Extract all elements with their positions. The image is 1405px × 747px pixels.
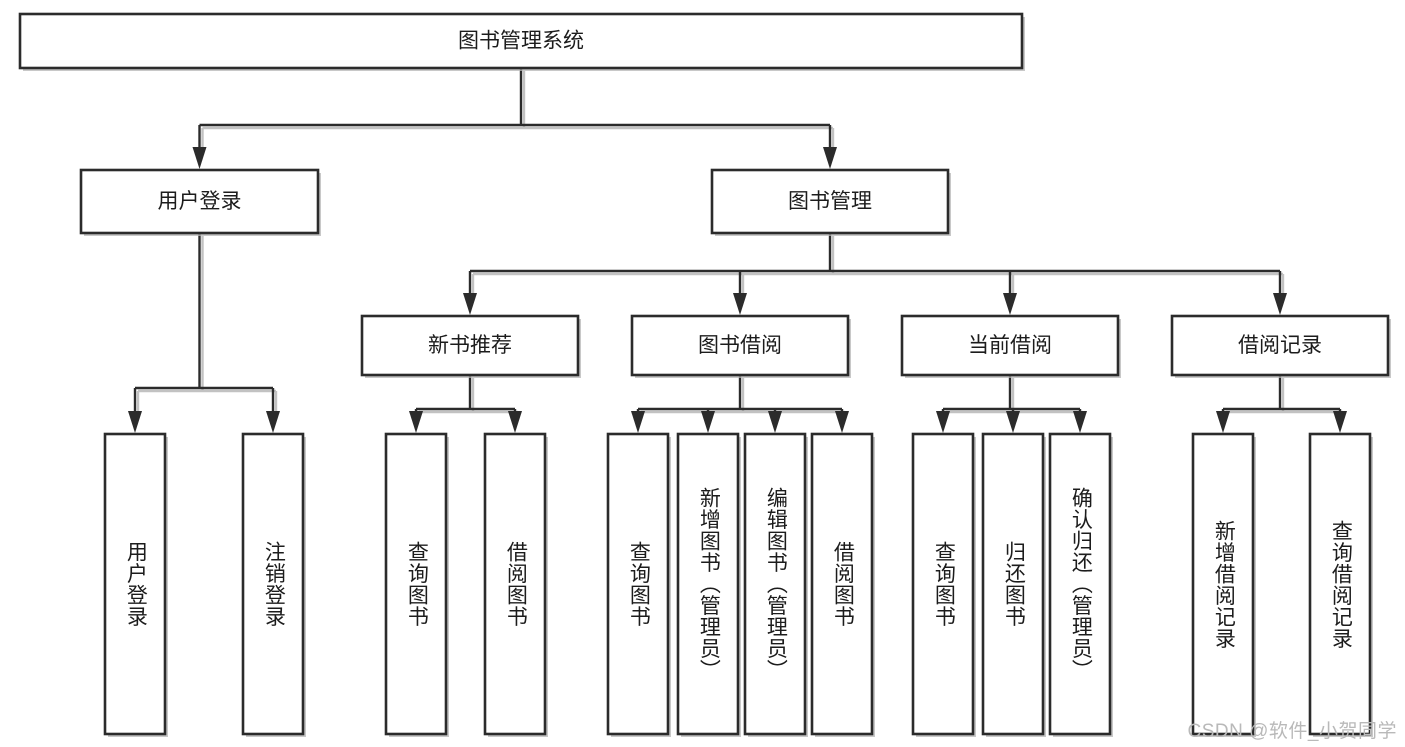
leaf-box-用户登录 <box>103 432 167 736</box>
leaf-box-注销登录 <box>241 432 305 736</box>
level2-box-新书推荐 <box>360 314 580 377</box>
leaf-box-归还图书 <box>981 432 1045 736</box>
arrowhead <box>733 293 747 315</box>
arrowhead <box>936 411 950 433</box>
arrowhead <box>1006 411 1020 433</box>
level2-label-新书推荐: 新书推荐 <box>428 334 512 357</box>
arrowhead <box>701 411 715 433</box>
arrowhead <box>463 293 477 315</box>
level1-box-用户登录 <box>79 168 320 235</box>
leaf-box-查询借阅记录 <box>1308 432 1372 736</box>
level2-label-当前借阅: 当前借阅 <box>968 334 1052 357</box>
arrowhead <box>1216 411 1230 433</box>
arrowhead <box>1333 411 1347 433</box>
leaf-box-编辑图书管理员 <box>743 432 807 736</box>
level2-box-图书借阅 <box>630 314 850 377</box>
level2-label-借阅记录: 借阅记录 <box>1238 334 1322 357</box>
arrowhead <box>1003 293 1017 315</box>
root-label-图书管理系统: 图书管理系统 <box>458 30 584 53</box>
arrowhead <box>768 411 782 433</box>
level1-label-用户登录: 用户登录 <box>158 190 242 213</box>
leaf-box-查询图书 <box>606 432 670 736</box>
root-box-图书管理系统 <box>18 12 1024 70</box>
level2-box-借阅记录 <box>1170 314 1390 377</box>
leaf-box-查询图书 <box>911 432 975 736</box>
watermark: CSDN @软件_小贺同学 <box>1187 721 1397 742</box>
leaf-box-借阅图书 <box>810 432 874 736</box>
leaf-box-新增借阅记录 <box>1191 432 1255 736</box>
arrowhead <box>823 147 837 169</box>
arrowhead <box>508 411 522 433</box>
level1-label-图书管理: 图书管理 <box>788 190 872 213</box>
level1-box-图书管理 <box>710 168 950 235</box>
leaf-box-新增图书管理员 <box>676 432 740 736</box>
arrowhead <box>128 411 142 433</box>
level2-label-图书借阅: 图书借阅 <box>698 334 782 357</box>
arrowhead <box>631 411 645 433</box>
arrowhead <box>192 147 207 169</box>
level2-box-当前借阅 <box>900 314 1120 377</box>
connector-layer <box>128 68 1347 433</box>
leaf-box-查询图书 <box>384 432 448 736</box>
arrowhead <box>835 411 849 433</box>
node-layer <box>18 12 1391 737</box>
arrowhead <box>1073 411 1087 433</box>
arrowhead <box>409 411 423 433</box>
arrowhead <box>1273 293 1287 315</box>
arrowhead <box>266 411 280 433</box>
leaf-box-确认归还管理员 <box>1048 432 1112 736</box>
leaf-box-借阅图书 <box>483 432 547 736</box>
